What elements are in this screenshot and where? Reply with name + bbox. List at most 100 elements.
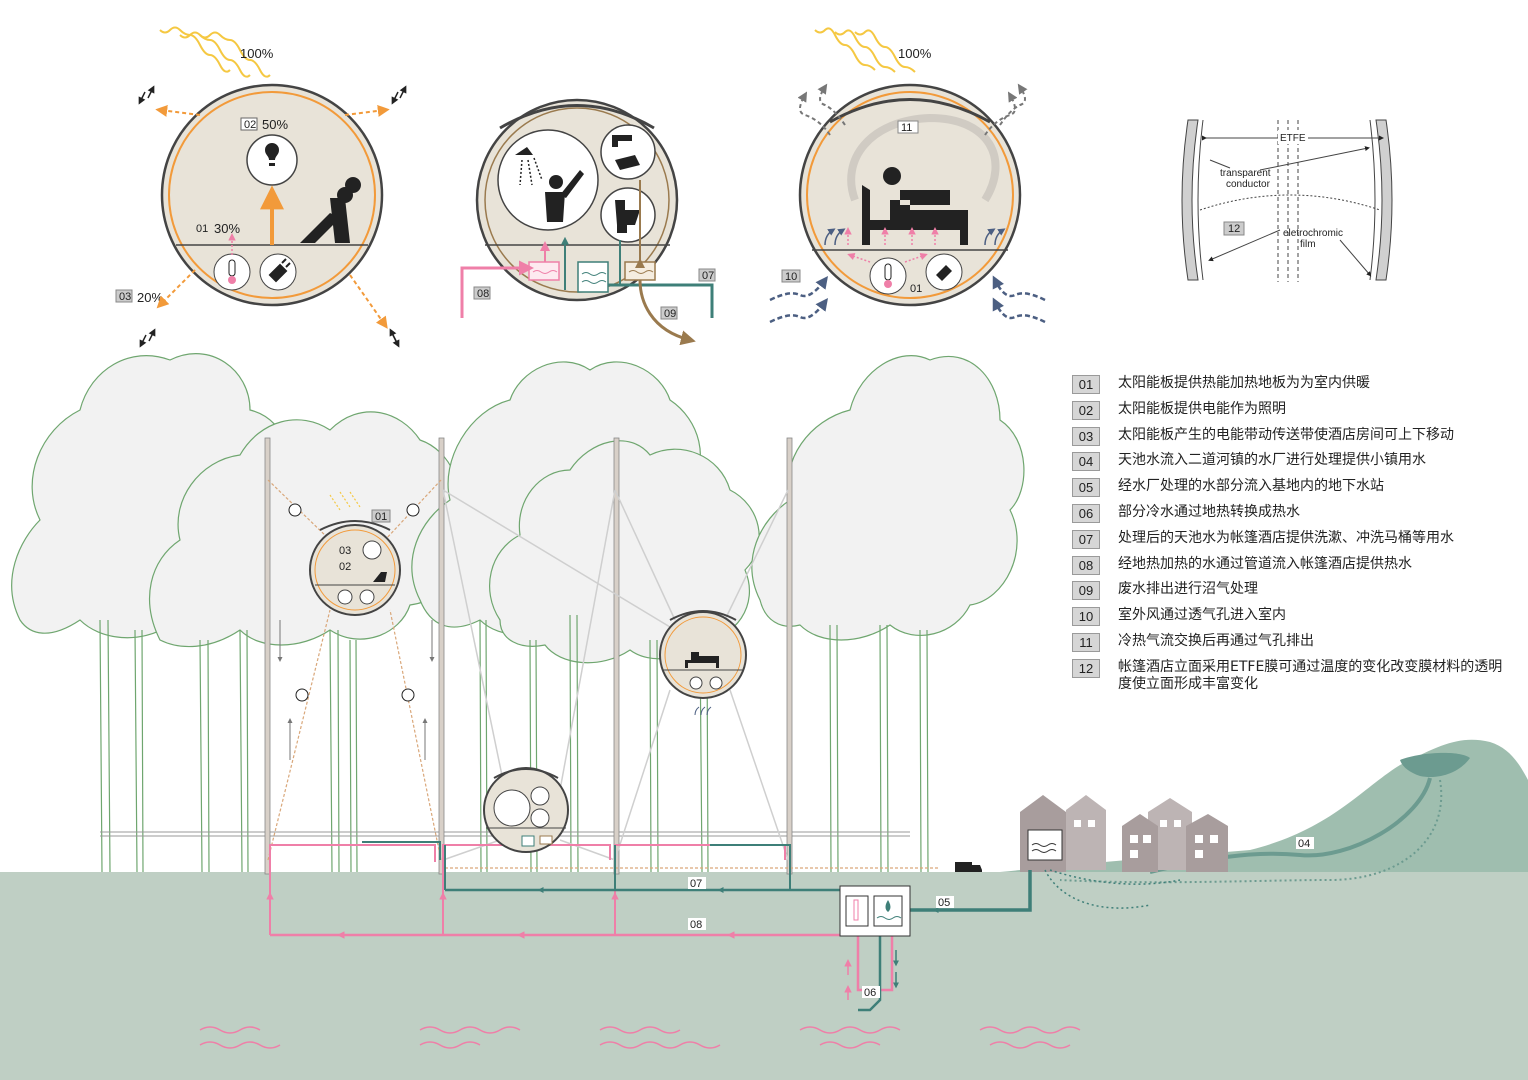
legend-item: 07 处理后的天池水为帐篷酒店提供洗漱、冲洗马桶等用水 — [1072, 529, 1522, 556]
sun-rays-icon — [814, 27, 916, 73]
sun-rays-icon — [329, 491, 361, 511]
tent-energy-tag-01: 01 — [375, 511, 387, 523]
water-drop-icon — [885, 900, 891, 912]
legend-item: 03 太阳能板产生的电能带动传送带使酒店房间可上下移动 — [1072, 426, 1522, 453]
ground-shape — [0, 872, 1528, 1080]
ground-water-pipe — [858, 935, 882, 1012]
tree-canopy — [751, 355, 1025, 641]
tent-energy-tag-02: 02 — [339, 561, 351, 573]
no-plug-icon — [401, 688, 415, 702]
film-label: eletrochromic — [1283, 228, 1343, 239]
tent-energy-tag-03: 03 — [339, 545, 351, 557]
no-plug-icon — [288, 503, 302, 517]
legend-text: 帐篷酒店立面采用ETFE膜可通过温度的变化改变膜材料的透明度使立面形成丰富变化 — [1118, 658, 1503, 692]
legend-item: 02 太阳能板提供电能作为照明 — [1072, 400, 1522, 427]
solar-percent-label: 100% — [240, 46, 274, 61]
etfe-label: ETFE — [1280, 133, 1306, 144]
legend-item: 08 经地热加热的水通过管道流入帐篷酒店提供热水 — [1072, 555, 1522, 582]
intake-tag: 10 — [785, 271, 797, 283]
swap-arrows-icon — [138, 85, 407, 348]
legend-text: 太阳能板提供热能加热地板为为室内供暖 — [1118, 375, 1370, 391]
legend-text: 部分冷水通过地热转换成热水 — [1118, 503, 1300, 520]
legend-number: 07 — [1072, 529, 1100, 549]
etfe-tag: 12 — [1228, 223, 1240, 235]
legend-item: 09 废水排出进行沼气处理 — [1072, 581, 1522, 607]
sun-rays-icon — [159, 26, 271, 78]
section-labels: 07 08 05 06 04 — [688, 837, 1314, 999]
legend-number: 03 — [1072, 426, 1100, 446]
legend-number: 09 — [1072, 581, 1100, 601]
clean-pipe-tag: 07 — [690, 878, 702, 890]
tent-energy: 01 03 02 — [288, 491, 420, 702]
no-plug-icon — [406, 503, 420, 517]
legend-text: 室外风通过透气孔进入室内 — [1118, 607, 1286, 624]
pole — [786, 437, 793, 875]
legend-number: 06 — [1072, 503, 1100, 523]
tent-bed — [659, 610, 747, 716]
house — [1186, 814, 1228, 872]
pole — [438, 437, 445, 875]
light-percent-label: 50% — [262, 117, 288, 132]
legend-number: 05 — [1072, 478, 1100, 498]
water-station — [839, 885, 911, 937]
lift-percent-label: 20% — [137, 290, 163, 305]
groundwater-waves — [199, 1026, 1081, 1049]
truck-icon — [955, 862, 982, 872]
legend-item: 04 天池水流入二道河镇的水厂进行处理提供小镇用水 — [1072, 452, 1522, 478]
conductor-label-2: conductor — [1226, 179, 1271, 190]
landscape — [0, 739, 1528, 1080]
hot-pipe-tag: 08 — [690, 919, 702, 931]
tent-bath — [483, 767, 569, 853]
legend: 01 太阳能板提供热能加热地板为为室内供暖 02 太阳能板提供电能作为照明 03 太阳… — [1072, 375, 1522, 703]
hand-wash-icon — [600, 124, 656, 180]
heat-tag: 01 — [196, 223, 208, 235]
legend-text: 太阳能板提供电能作为照明 — [1118, 400, 1286, 417]
legend-number: 08 — [1072, 555, 1100, 575]
house — [1122, 814, 1158, 872]
legend-text: 经水厂处理的水部分流入基地内的地下水站 — [1118, 478, 1384, 495]
legend-text: 处理后的天池水为帐篷酒店提供洗漱、冲洗马桶等用水 — [1118, 529, 1454, 546]
conductor-label: transparent — [1220, 168, 1271, 179]
lake-shape — [1400, 752, 1470, 778]
legend-text: 废水排出进行沼气处理 — [1118, 581, 1258, 598]
etfe-detail: ETFE transparent conductor eletrochromic… — [1181, 119, 1393, 282]
hot-water-pipe — [270, 900, 894, 992]
legend-text: 冷热气流交换后再通过气孔排出 — [1118, 632, 1314, 649]
legend-text: 经地热加热的水通过管道流入帐篷酒店提供热水 — [1118, 555, 1412, 572]
hot-water-riser — [269, 844, 436, 935]
floor-heat-tag: 01 — [910, 283, 922, 295]
legend-text: 天池水流入二道河镇的水厂进行处理提供小镇用水 — [1118, 452, 1426, 469]
legend-number: 01 — [1072, 375, 1100, 394]
town — [955, 795, 1228, 872]
water-detail: 08 07 09 — [460, 98, 716, 346]
water-plant-icon — [1027, 829, 1063, 861]
legend-number: 02 — [1072, 400, 1100, 420]
light-tag: 02 — [244, 119, 256, 131]
house — [1148, 798, 1192, 870]
legend-number: 10 — [1072, 607, 1100, 627]
legend-item: 05 经水厂处理的水部分流入基地内的地下水站 — [1072, 478, 1522, 504]
exhaust-tag: 11 — [901, 122, 912, 134]
thermometer-icon — [213, 253, 251, 291]
legend-text: 太阳能板产生的电能带动传送带使酒店房间可上下移动 — [1118, 426, 1454, 443]
legend-number: 04 — [1072, 452, 1100, 472]
legend-item: 10 室外风通过透气孔进入室内 — [1072, 607, 1522, 633]
air-detail: 100% 11 01 — [769, 27, 1046, 324]
ground-pipe-tag: 06 — [864, 987, 876, 999]
thermometer-icon — [869, 257, 907, 295]
clean-water-tag: 07 — [702, 270, 714, 282]
house — [1066, 795, 1106, 870]
energy-detail: 100% 02 50% 01 30% 03 20% — [115, 26, 407, 348]
heat-percent-label: 30% — [214, 221, 240, 236]
tree-canopy — [489, 440, 760, 664]
river-line-2 — [1059, 779, 1443, 884]
pole — [613, 437, 620, 875]
clean-water-tank-icon — [577, 261, 609, 293]
solar-percent-label-2: 100% — [898, 46, 932, 61]
river-tag: 04 — [1298, 838, 1310, 850]
lift-tag: 03 — [119, 291, 131, 303]
reading-person-icon — [300, 177, 361, 243]
pole — [264, 437, 271, 875]
